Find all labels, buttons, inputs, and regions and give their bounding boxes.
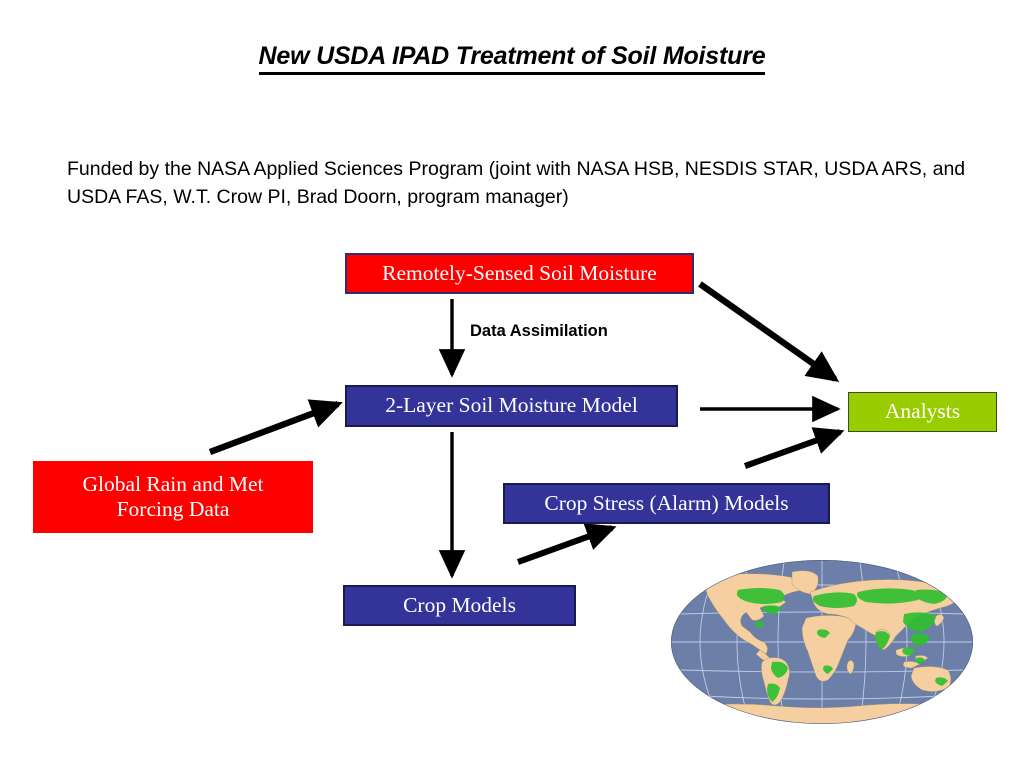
- page-title: New USDA IPAD Treatment of Soil Moisture: [0, 42, 1024, 75]
- arrow-crop-stress-to-analysts: [743, 427, 845, 469]
- global-cropland-world-map: [668, 558, 976, 726]
- node-two-layer-soil-moisture-model[interactable]: 2-Layer Soil Moisture Model: [345, 385, 678, 427]
- node-crop-models[interactable]: Crop Models: [343, 585, 576, 626]
- node-analysts[interactable]: Analysts: [848, 392, 997, 432]
- node-label-line1: Global Rain and Met: [82, 471, 264, 496]
- landmass-new-zealand: [961, 692, 969, 701]
- arrow-crop-models-to-crop-stress: [516, 523, 617, 565]
- node-label: Crop Models: [403, 592, 516, 617]
- page-title-text: New USDA IPAD Treatment of Soil Moisture: [258, 42, 766, 75]
- landmass-madagascar: [846, 660, 855, 675]
- world-map-svg: [671, 560, 973, 724]
- node-label-line2: Forcing Data: [116, 497, 230, 521]
- node-remotely-sensed-soil-moisture[interactable]: Remotely-Sensed Soil Moisture: [345, 253, 694, 294]
- arrow-remotely-sensed-to-analysts: [698, 281, 840, 382]
- node-label: Analysts: [884, 399, 961, 424]
- node-crop-stress-alarm-models[interactable]: Crop Stress (Alarm) Models: [503, 483, 830, 524]
- funding-subtitle: Funded by the NASA Applied Sciences Prog…: [67, 158, 966, 208]
- map-cropland-overlay: [736, 588, 948, 702]
- arrow-rain-to-model: [208, 399, 343, 455]
- edge-label-data-assimilation: Data Assimilation: [470, 322, 608, 340]
- landmass-greenland: [791, 570, 819, 595]
- node-label: Crop Stress (Alarm) Models: [544, 490, 789, 515]
- node-label: Remotely-Sensed Soil Moisture: [382, 260, 657, 285]
- node-label: 2-Layer Soil Moisture Model: [385, 393, 638, 418]
